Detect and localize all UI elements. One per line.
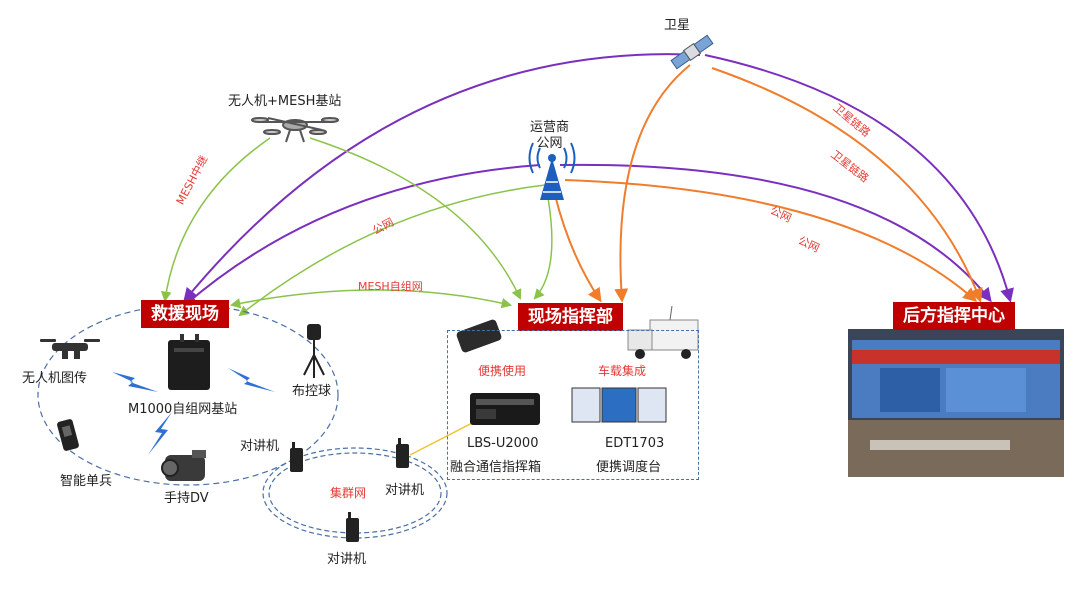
lbs-model-label: LBS-U2000 [467,436,539,451]
m1000-base-station-icon [168,334,210,390]
surveillance-ball-icon [303,324,325,378]
operator-tower-icon [528,142,576,200]
m1000-label: M1000自组网基站 [128,402,238,417]
handheld-dv-icon [161,450,206,481]
cluster-net-boundary-inner [268,452,442,534]
command-vehicle-icon [627,305,699,359]
rear-command-tag: 后方指挥中心 [893,302,1015,330]
smart-soldier-icon [57,419,79,451]
link-operator-rear-orange [564,179,978,302]
link-operator-field-green [533,197,553,300]
drone-mesh-icon [251,117,339,143]
rear-command-photo [848,329,1064,477]
link-satellite-field [614,64,691,303]
drone-image-label: 无人机图传 [22,371,88,386]
satellite-label: 卫星 [664,18,691,33]
operator-label: 运营商 公网 [530,120,570,151]
edt-model-label: EDT1703 [605,436,665,451]
edt-name-label: 便携调度台 [596,460,662,475]
satellite-icon [670,34,714,70]
link-operator-field [554,194,602,303]
field-command-tag: 现场指挥部 [518,303,623,331]
link-operator-rescue-green [238,184,546,317]
link-satellite-rescue [183,53,701,303]
edt1703-icon [571,387,667,423]
dv-label: 手持DV [164,491,209,506]
radio-icon [396,438,409,468]
lightning-icon [112,372,158,392]
radio-label-3: 对讲机 [327,552,367,567]
radio-label-1: 对讲机 [240,439,280,454]
soldier-label: 智能单兵 [60,474,113,489]
radio-label-2: 对讲机 [385,483,425,498]
cluster-label: 集群网 [330,486,367,500]
link-radio-lbs [409,419,479,456]
link-drone-rescue [161,137,271,303]
drone-image-icon [40,339,100,359]
portable-case-icon [456,319,502,353]
drone-mesh-label: 无人机+MESH基站 [228,94,342,109]
cluster-net-boundary [262,447,448,539]
link-satellite-rear-orange [711,67,983,303]
link-operator-rescue [182,164,541,307]
field-command-box [447,330,699,480]
link-satellite-rear [704,54,1014,303]
lightning-icon [228,368,275,392]
lbs-u2000-icon [470,393,540,425]
ball-label: 布控球 [292,384,332,399]
mesh-adhoc-label: MESH自组网 [358,280,423,293]
radio-icon [290,442,303,472]
portable-use-label: 便携使用 [478,364,527,378]
lbs-name-label: 融合通信指挥箱 [450,460,542,475]
rescue-site-tag: 救援现场 [141,300,229,328]
link-drone-field [309,137,522,300]
link-mesh-adhoc [229,289,513,309]
radio-icon [346,512,359,542]
lightning-icon [148,412,172,455]
vehicle-integration-label: 车载集成 [598,364,647,378]
link-operator-rear [559,163,992,303]
